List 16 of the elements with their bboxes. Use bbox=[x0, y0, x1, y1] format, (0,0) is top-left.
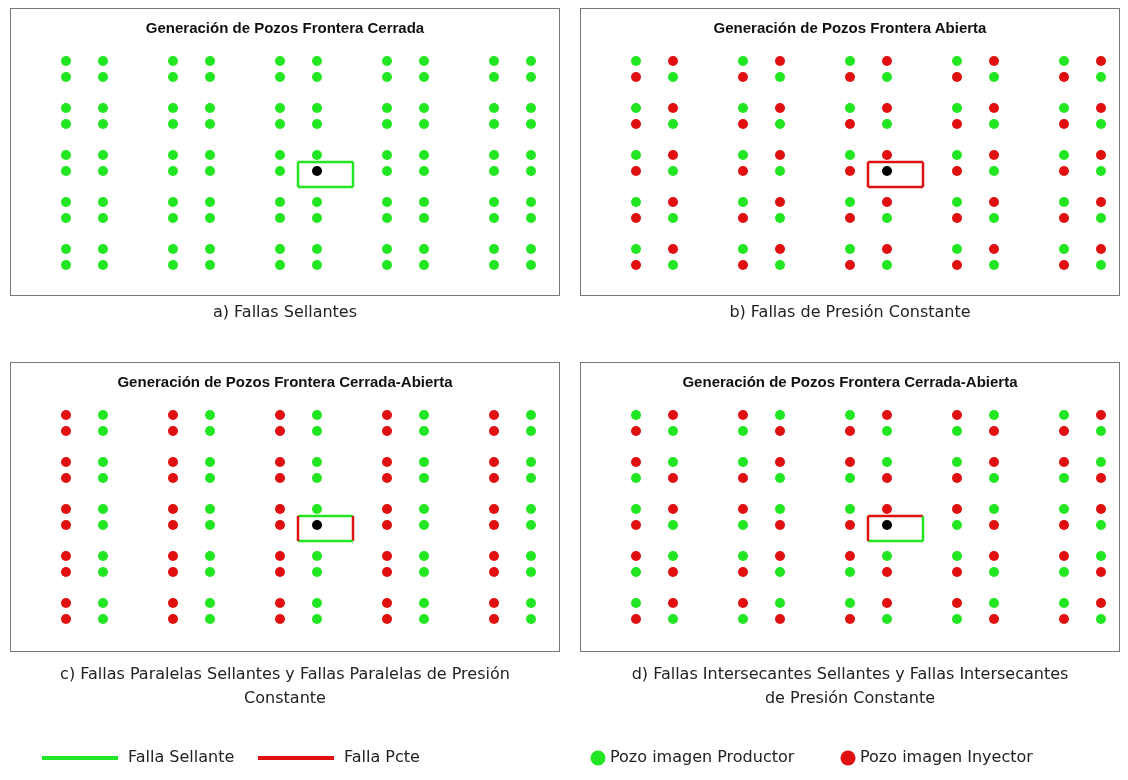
legend-label: Pozo imagen Inyector bbox=[860, 747, 1033, 766]
diagram-panel bbox=[10, 8, 560, 296]
figure-caption: a) Fallas Sellantes bbox=[211, 301, 359, 323]
diagram-panel bbox=[580, 362, 1120, 652]
figure-caption: b) Fallas de Presión Constante bbox=[728, 301, 972, 323]
diagram-panel bbox=[10, 362, 560, 652]
figure-caption: c) Fallas Paralelas Sellantes y Fallas Paralelas de Presión Constante bbox=[59, 663, 511, 709]
figure-caption: d) Fallas Intersecantes Sellantes y Fallas Intersecantes de Presión Constante bbox=[630, 663, 1070, 709]
legend-label: Falla Pcte bbox=[344, 747, 420, 766]
legend-label: Pozo imagen Productor bbox=[610, 747, 795, 766]
panel-title: Generación de Pozos Frontera Abierta bbox=[712, 19, 988, 36]
panel-title: Generación de Pozos Frontera Cerrada-Abierta bbox=[116, 373, 454, 390]
panel-title: Generación de Pozos Frontera Cerrada-Abierta bbox=[681, 373, 1019, 390]
diagram-panel bbox=[580, 8, 1120, 296]
legend-label: Falla Sellante bbox=[128, 747, 235, 766]
panel-title: Generación de Pozos Frontera Cerrada bbox=[144, 19, 426, 36]
